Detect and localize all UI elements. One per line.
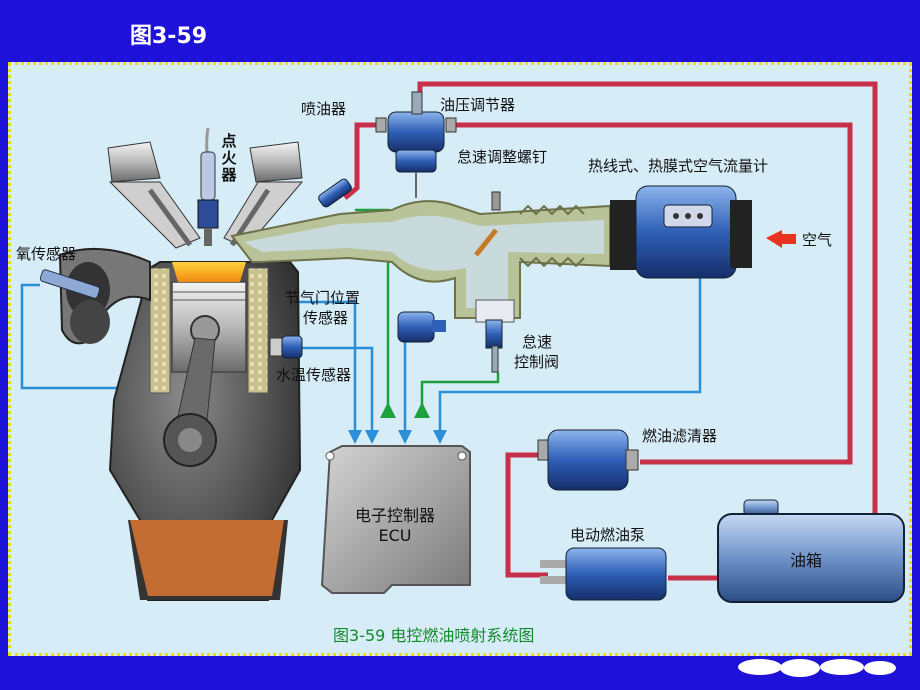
engine-block <box>108 261 302 601</box>
injector-body <box>318 178 352 208</box>
throttle-sensor-body <box>397 311 446 343</box>
label-spark-plug-char-1: 点 <box>221 132 237 150</box>
label-throttle-sensor-line1: 节气门位置 <box>285 289 361 307</box>
coolant-sensor-body <box>269 335 303 359</box>
oxygen-sensor-body <box>39 269 101 299</box>
label-ecu-line1: 电子控制器 <box>354 506 435 525</box>
arrow-right-red-icon <box>766 230 796 248</box>
label-idle-valve-line2: 控制阀 <box>514 353 560 371</box>
label-coolant-sensor: 水温传感器 <box>276 366 352 384</box>
label-spark-plug-char-3: 器 <box>221 166 237 184</box>
cylinder-head <box>107 141 304 249</box>
intake-manifold <box>230 191 611 319</box>
label-pressure-regulator: 油压调节器 <box>440 96 516 114</box>
ecu-box <box>320 445 471 594</box>
fuel-filter-body <box>537 429 639 491</box>
slide-title: 图3-59 <box>130 24 208 49</box>
pressure-regulator-body <box>375 91 457 198</box>
label-ecu: 电子控制器 ECU <box>340 506 450 546</box>
label-fuel-filter: 燃油滤清器 <box>642 427 718 445</box>
label-spark-plug-char-2: 火 <box>221 149 237 167</box>
idle-valve-body <box>475 299 515 373</box>
spark-plug-body <box>197 127 219 246</box>
label-ecu-line2: ECU <box>378 526 412 545</box>
label-throttle-sensor-line2: 传感器 <box>303 309 349 327</box>
label-fuel-pump: 电动燃油泵 <box>570 526 646 544</box>
figure-caption: 图3-59 电控燃油喷射系统图 <box>333 626 535 645</box>
airflow-meter-body <box>610 185 752 279</box>
label-oxygen-sensor: 氧传感器 <box>16 245 77 263</box>
label-injector: 喷油器 <box>301 100 347 118</box>
label-air: 空气 <box>802 231 833 249</box>
arrow-up-green-icon <box>380 402 430 418</box>
label-idle-screw: 怠速调整螺钉 <box>457 148 548 166</box>
label-spark-plug: 点 火 器 <box>221 133 237 184</box>
sensor-wires-blue <box>20 272 702 432</box>
label-tank: 油箱 <box>790 551 823 570</box>
label-airflow-meter: 热线式、热膜式空气流量计 <box>588 157 769 175</box>
fuel-tank-body <box>717 499 905 603</box>
arrow-down-blue-icon <box>348 430 447 444</box>
label-idle-valve-line1: 怠速 <box>522 333 553 351</box>
decorative-strip <box>738 659 896 677</box>
fuel-pump-body <box>540 547 667 601</box>
